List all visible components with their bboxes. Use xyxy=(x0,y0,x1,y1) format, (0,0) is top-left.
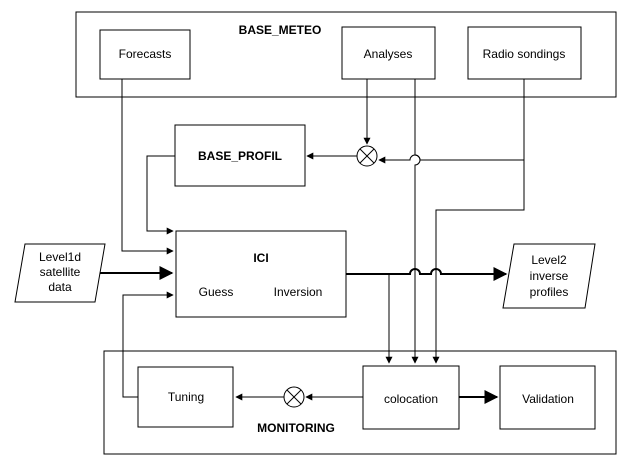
forecasts-label: Forecasts xyxy=(119,47,172,61)
validation-box: Validation xyxy=(499,365,596,430)
base-profil-box: BASE_PROFIL xyxy=(174,124,306,187)
radio-sondings-label: Radio sondings xyxy=(483,47,566,61)
level2-output: Level2 inverse profiles xyxy=(502,243,596,309)
inversion-label: Inversion xyxy=(274,285,323,299)
base-profil-label: BASE_PROFIL xyxy=(198,149,282,163)
level1d-input: Level1d satellite data xyxy=(14,243,106,303)
ici-box: ICI Guess Inversion xyxy=(175,230,347,318)
ici-label: ICI xyxy=(253,251,268,265)
guess-label: Guess xyxy=(199,285,234,299)
tuning-box: Tuning xyxy=(137,366,234,428)
validation-label: Validation xyxy=(522,392,574,406)
level2-line-3: profiles xyxy=(530,285,569,299)
analyses-to-colocation-arrow xyxy=(411,79,421,364)
combiner-bottom-icon xyxy=(283,386,305,408)
thick-connectors xyxy=(100,266,508,404)
analyses-box: Analyses xyxy=(341,26,436,80)
tuning-to-ici-arrow xyxy=(122,291,174,398)
base-profil-to-ici-arrow xyxy=(146,155,175,235)
level1d-line-1: Level1d xyxy=(39,250,81,264)
analyses-label: Analyses xyxy=(364,47,413,61)
level2-line-2: inverse xyxy=(530,269,569,283)
radio-sondings-box: Radio sondings xyxy=(467,26,582,80)
tuning-label: Tuning xyxy=(168,390,204,404)
colocation-box: colocation xyxy=(362,365,460,430)
base-meteo-label: BASE_METEO xyxy=(239,23,322,37)
ici-to-level2-arrow xyxy=(346,267,508,281)
level1d-line-2: satellite xyxy=(40,265,81,279)
level1d-line-3: data xyxy=(48,280,72,294)
combiner-top-icon xyxy=(356,145,378,167)
forecasts-box: Forecasts xyxy=(99,29,191,80)
radio-to-colocation-arrow xyxy=(432,160,525,364)
level2-line-1: Level2 xyxy=(531,253,567,267)
connectors xyxy=(121,79,525,401)
forecasts-to-ici-arrow xyxy=(121,79,174,255)
monitoring-label: MONITORING xyxy=(257,421,335,435)
colocation-label: colocation xyxy=(384,392,438,406)
